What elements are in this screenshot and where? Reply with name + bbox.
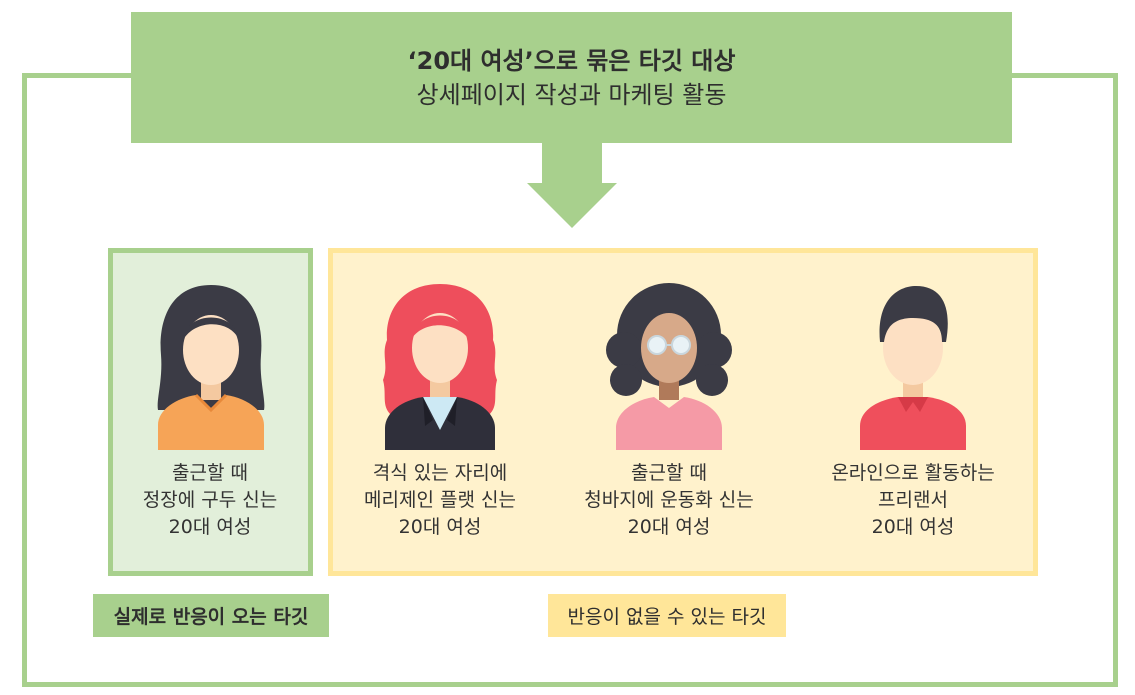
caption-line: 20대 여성 [627, 516, 711, 538]
caption-line: 청바지에 운동화 신는 [584, 489, 754, 511]
caption-line: 20대 여성 [398, 516, 482, 538]
persona-caption: 온라인으로 활동하는 프리랜서 20대 여성 [813, 460, 1013, 541]
caption-line: 20대 여성 [871, 516, 955, 538]
caption-line: 정장에 구두 신는 [142, 489, 278, 511]
header-box: ‘20대 여성’으로 묶은 타깃 대상 상세페이지 작성과 마케팅 활동 [131, 12, 1012, 143]
persona-caption: 출근할 때 정장에 구두 신는 20대 여성 [110, 460, 310, 541]
caption-line: 20대 여성 [168, 516, 252, 538]
caption-line: 출근할 때 [172, 462, 248, 484]
persona-caption: 출근할 때 청바지에 운동화 신는 20대 여성 [569, 460, 769, 541]
woman-curly-hair-glasses-icon [606, 283, 732, 450]
caption-line: 프리랜서 [878, 489, 948, 511]
person-short-hair-icon [860, 286, 966, 450]
caption-line: 격식 있는 자리에 [372, 462, 508, 484]
woman-dark-hair-icon [157, 285, 265, 450]
caption-line: 온라인으로 활동하는 [831, 462, 995, 484]
caption-line: 메리제인 플랫 신는 [364, 489, 516, 511]
responsive-target-label: 실제로 반응이 오는 타깃 [93, 594, 329, 637]
unresponsive-target-label: 반응이 없을 수 있는 타깃 [548, 594, 786, 637]
woman-red-curly-hair-icon [383, 284, 497, 450]
header-title: ‘20대 여성’으로 묶은 타깃 대상 [407, 46, 736, 75]
down-arrow-icon [527, 143, 617, 228]
persona-caption: 격식 있는 자리에 메리제인 플랫 신는 20대 여성 [340, 460, 540, 541]
header-subtitle: 상세페이지 작성과 마케팅 활동 [416, 80, 727, 109]
caption-line: 출근할 때 [631, 462, 707, 484]
